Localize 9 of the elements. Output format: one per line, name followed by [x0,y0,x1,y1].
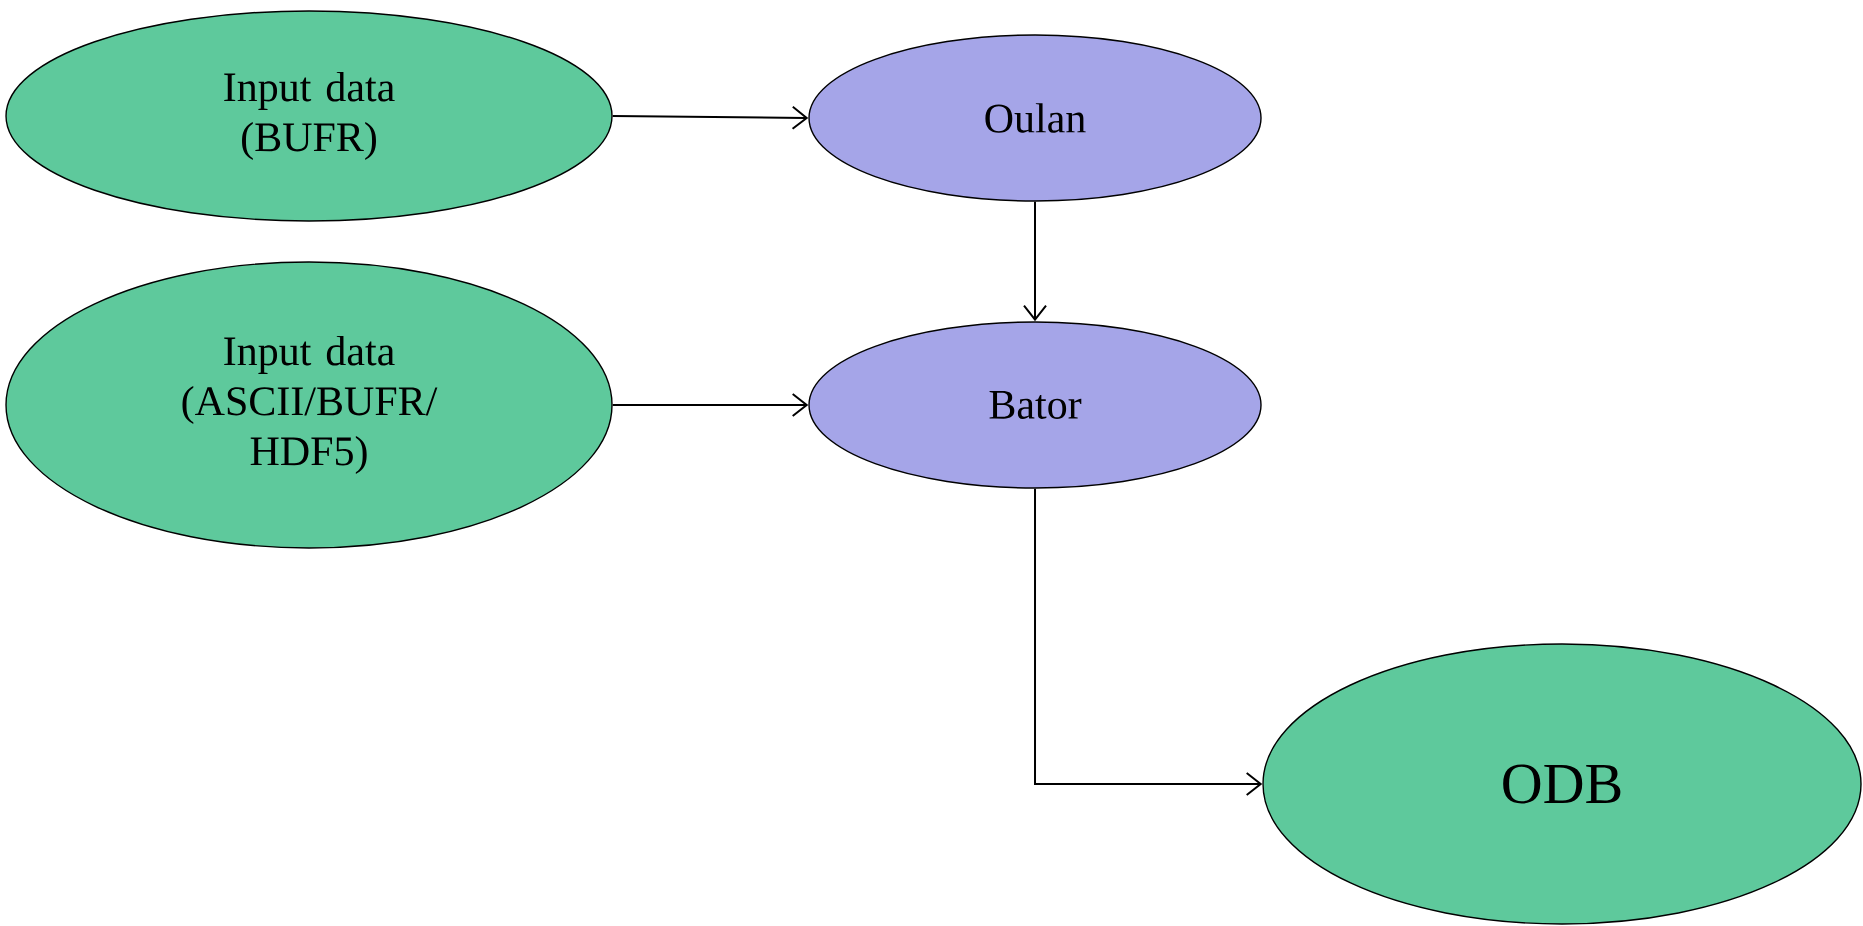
arrow [611,393,809,417]
arrow [1023,200,1047,322]
ellipse-node: Bator [808,321,1262,489]
arrow [1034,487,1263,796]
ellipse-node: Oulan [808,34,1262,202]
ellipse-node: Input data (BUFR) [5,10,613,222]
ellipse-node: ODB [1262,643,1862,925]
arrow [611,105,809,130]
ellipse-node: Input data (ASCII/BUFR/ HDF5) [5,261,613,549]
